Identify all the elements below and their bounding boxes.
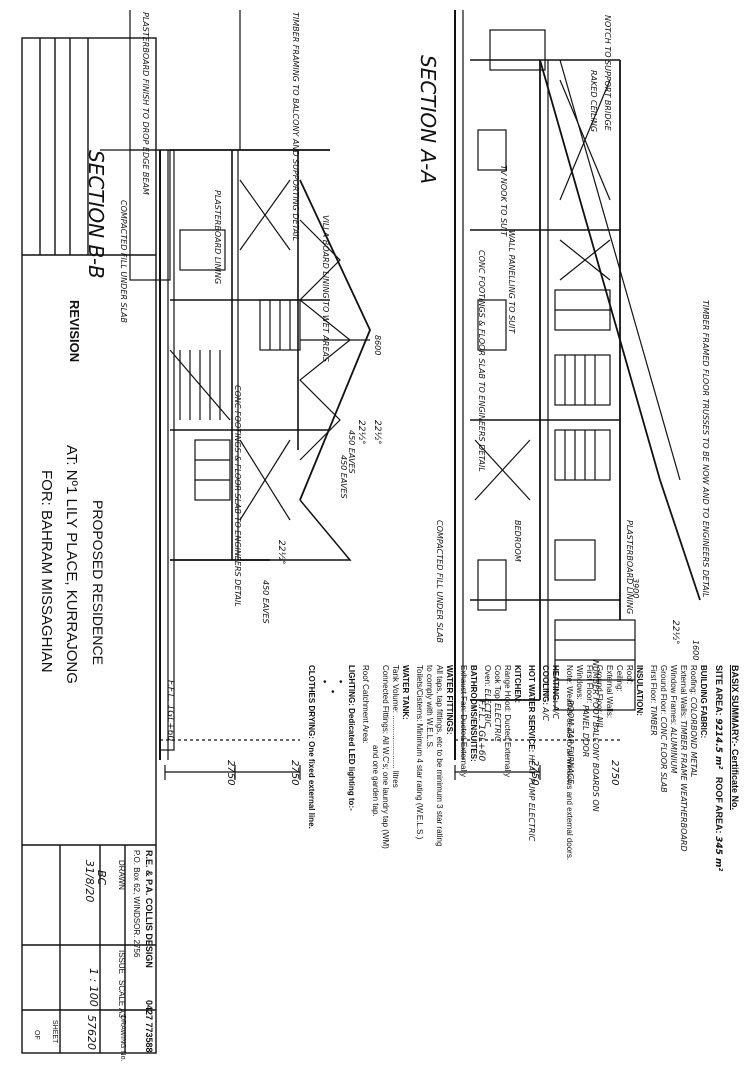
section-aa-note-9: PANEL DOOR: [581, 705, 590, 758]
section-bb-eaves-1: 450 EAVES: [261, 580, 270, 624]
bullet-2: •: [328, 690, 338, 694]
section-aa-pitch-2: 22½°: [356, 420, 366, 445]
section-aa-note-3: RAKED CEILING: [589, 70, 598, 133]
ground-floor-row: Ground Floor: CONC FLOOR SLAB: [659, 665, 668, 793]
section-bb-dim-1: 2750: [289, 760, 300, 786]
section-bb-pitch-2: 22½°: [372, 420, 382, 445]
cook-top-row: Cook Top: ELECTRIC: [493, 665, 502, 742]
external-walls-row: External Walls: TIMBER FRAME WEATHERBOAR…: [679, 665, 688, 852]
section-bb-note-5: VILLA BOARD LINING TO WET AREAS: [321, 215, 330, 362]
section-aa-height-1: 1600: [691, 640, 700, 661]
drawing-scale: 1 : 100: [87, 968, 100, 1007]
section-aa-note-4: TV NOOK TO SUIT: [499, 165, 508, 237]
section-aa-note-8: NUMBER FOOT BALCONY BOARDS ON: [591, 660, 600, 812]
section-aa-title: SECTION A-A: [416, 55, 440, 185]
section-bb-eaves-2: 450 EAVES: [339, 455, 348, 499]
window-frames-row: Window Frames: ALUMINIUM: [669, 665, 678, 774]
water-fittings-2: to comply with W.E.L.S.: [425, 665, 434, 750]
hot-water-row: HOT WATER SERVICE: HEAT PUMP ELECTRIC: [527, 665, 536, 842]
revision-label: REVISION: [67, 300, 82, 363]
issue-label: ISSUE: [117, 950, 126, 975]
section-aa-note-6: CONC FOOTINGS & FLOOR SLAB TO ENGINEERS …: [477, 250, 486, 472]
section-bb-note-6: CONC FOOTINGS & FLOOR SLAB TO ENGINEERS …: [233, 385, 242, 607]
cooling-row: COOLING: A/C: [541, 665, 550, 721]
first-floor-row: First Floor: TIMBER: [649, 665, 658, 736]
section-aa-dim-1: 2750: [609, 760, 620, 786]
drawing-date: 31/8/20: [83, 860, 96, 903]
of-label: OF: [33, 1030, 40, 1040]
insulation-ceiling: Ceiling:: [615, 665, 624, 692]
client-name: FOR: BAHRAM MISSAGHIAN: [38, 470, 55, 673]
insulation-windows: Windows:: [575, 665, 584, 700]
drawing-number: 57620: [85, 1015, 98, 1050]
section-aa-eaves: 450 EAVES: [347, 430, 356, 474]
section-aa-ffl: F.F.L. 1GL+60: [476, 700, 486, 762]
section-bb-title: SECTION B-B: [84, 150, 108, 279]
water-fittings-1: All taps, tap fittings, etc to be minimu…: [435, 665, 444, 847]
building-fabric-label: BUILDING FABRIC:: [699, 665, 708, 739]
designer-phone: 0427 773588: [144, 1000, 154, 1053]
section-aa-note-10: ROOM ZAP FURNACE: [566, 700, 575, 785]
water-tank-label: WATER TANK:: [401, 665, 410, 720]
section-bb-height: 8600: [373, 335, 382, 356]
section-bb-drawing: [100, 10, 371, 780]
tank-volume: Tank Volume: ........................ li…: [391, 665, 400, 788]
section-bb-dim-2: 2750: [225, 760, 236, 786]
section-aa-note-11: COMPACTED FILL UNDER SLAB: [435, 520, 444, 643]
section-bb-note-4: PLASTERBOARD LINING: [213, 190, 222, 285]
insulation-roof: Roof:: [625, 665, 634, 685]
designer-name: R.E. & P.A. COLLIS DESIGN: [144, 850, 154, 968]
title-block-frame: [21, 37, 157, 1054]
roof-catchment: Roof Catchment Area:: [361, 665, 370, 744]
section-aa-note-5: WALL PANELLING TO SUIT: [507, 230, 516, 334]
basix-heading: BASIX SUMMARY:- Certificate No.: [730, 665, 740, 811]
lighting-row: LIGHTING: Dedicated LED lighting to:-: [347, 665, 356, 811]
bullet-1: •: [336, 680, 346, 684]
section-bb-pitch-1: 22½°: [276, 540, 286, 565]
drawing-no-label: DRAWING No.: [119, 1015, 126, 1062]
section-bb-note-2: PLASTERBOARD FINISH TO DROP EDGE BEAM: [141, 12, 150, 195]
section-aa-note-2: NOTCH TO SUPPORT BRIDGE: [603, 15, 612, 131]
sheet-label: SHEET: [51, 1020, 58, 1044]
connected-fittings: Connected Fittings: All W.C's; one laund…: [381, 665, 390, 849]
water-fittings-label: WATER FITTINGS:: [445, 665, 454, 735]
section-aa-note-1: TIMBER FRAMED FLOOR TRUSSES TO BE NOW AN…: [701, 300, 710, 598]
section-aa-drawing: [454, 10, 701, 780]
exhaust-fan: Exhaust Fan: Ducted Externally: [459, 665, 468, 778]
project-address: AT: Nº1 LILY PLACE, KURRAJONG: [63, 445, 80, 684]
kitchen-label: KITCHEN:: [513, 665, 522, 704]
heating-row: HEATING: A/C: [551, 665, 560, 720]
drawn-label: DRAWN: [117, 860, 126, 890]
roofing-row: Roofing: COLORBOND METAL: [689, 665, 698, 778]
designer-po-box: P.O. Box 62, WINDSOR. 2756: [132, 850, 141, 958]
drawn-by: BC: [95, 870, 108, 886]
section-bb-note-3: COMPACTED FILL UNDER SLAB: [119, 200, 128, 323]
connected-fittings-2: and one garden tap.: [371, 745, 380, 817]
section-bb-ffl: F.F.L. 1GL+60: [165, 680, 175, 742]
scale-label: SCALE A3: [117, 980, 126, 1018]
water-fittings-3: Toilets/Cisterns: Minimum 4 star rating …: [415, 665, 424, 840]
bullet-3: •: [320, 680, 330, 684]
section-aa-note-7: PLASTERBOARD LINING: [625, 520, 634, 615]
insulation-label: INSULATION:: [635, 665, 644, 716]
range-hood: Range Hood: Ducted Externally: [503, 665, 512, 778]
section-aa-note-12: BEDROOM: [513, 520, 522, 562]
section-aa-dim-2: 2750: [529, 760, 540, 786]
insulation-external-walls: External Walls:: [605, 665, 614, 719]
project-title: PROPOSED RESIDENCE: [90, 500, 106, 665]
section-aa-pitch: 22½°: [670, 620, 680, 645]
site-area-row: SITE AREA: 9214.5 m² ROOF AREA: 345 m²: [713, 665, 724, 872]
clothes-drying: CLOTHES DRYING: One fixed external line.: [307, 665, 316, 829]
section-bb-note-1: TIMBER FRAMING TO BALCONY AND SUPPORTING…: [291, 12, 300, 242]
